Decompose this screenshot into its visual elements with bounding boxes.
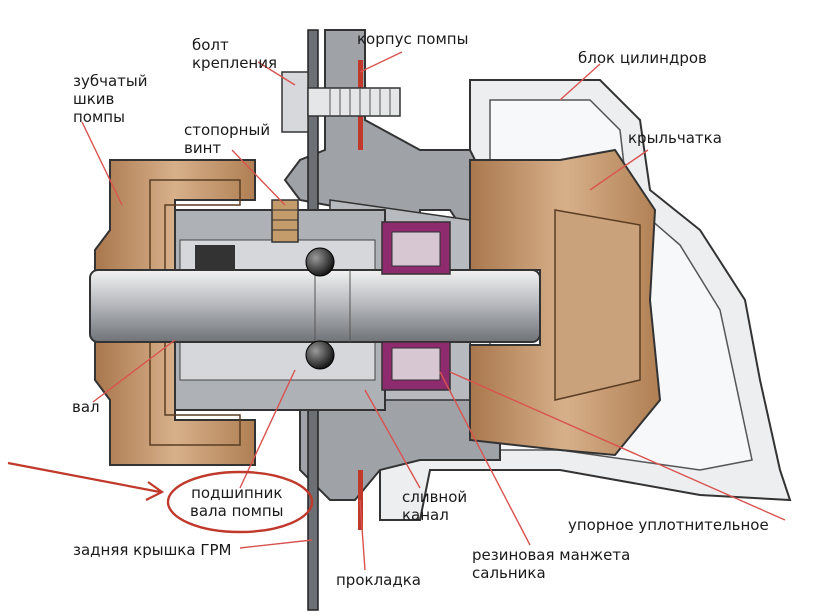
label-bearing: подшипник вала помпы <box>190 484 284 520</box>
label-pulley-line1: зубчатый <box>73 72 148 90</box>
highlight-ellipse <box>166 470 314 534</box>
bearing-ball-top <box>305 247 335 277</box>
mounting-bolt-shank <box>307 87 401 117</box>
label-gasket: прокладка <box>336 571 421 589</box>
label-bolt-line1: болт <box>192 36 229 54</box>
label-rubber-cuff-line1: резиновая манжета <box>472 546 631 564</box>
mounting-bolt-head <box>281 71 309 133</box>
label-bolt-line2: крепления <box>192 54 278 72</box>
label-impeller: крыльчатка <box>628 129 722 147</box>
label-set-screw-line2: винт <box>184 139 222 157</box>
highlight-arrow <box>7 461 165 501</box>
label-bolt: болт крепления <box>192 36 277 72</box>
label-timing-cover: задняя крышка ГРМ <box>73 541 232 559</box>
label-set-screw-line1: стопорный <box>184 121 271 139</box>
bearing-ball-bottom <box>305 340 335 370</box>
label-set-screw: стопорный винт <box>184 121 270 157</box>
label-cylinder-block: блок цилиндров <box>578 49 707 67</box>
label-pump-housing: корпус помпы <box>357 30 469 48</box>
label-drain-line2: канал <box>402 506 449 524</box>
label-rubber-cuff-line2: сальника <box>472 564 546 582</box>
label-bearing-line2: вала помпы <box>190 502 284 520</box>
leader-lines <box>81 51 786 571</box>
label-rubber-cuff: резиновая манжета сальника <box>472 546 630 582</box>
label-pulley-line2: шкив <box>73 90 115 108</box>
label-pulley: зубчатый шкив помпы <box>73 72 148 126</box>
label-thrust-seal: упорное уплотнительное <box>568 516 769 534</box>
label-drain-channel: сливной канал <box>402 488 467 524</box>
label-pulley-line3: помпы <box>73 108 125 126</box>
pump-housing <box>283 29 501 241</box>
label-bearing-line1: подшипник <box>191 484 283 502</box>
set-screw <box>271 199 299 243</box>
label-drain-line1: сливной <box>402 488 468 506</box>
label-shaft: вал <box>72 398 100 416</box>
